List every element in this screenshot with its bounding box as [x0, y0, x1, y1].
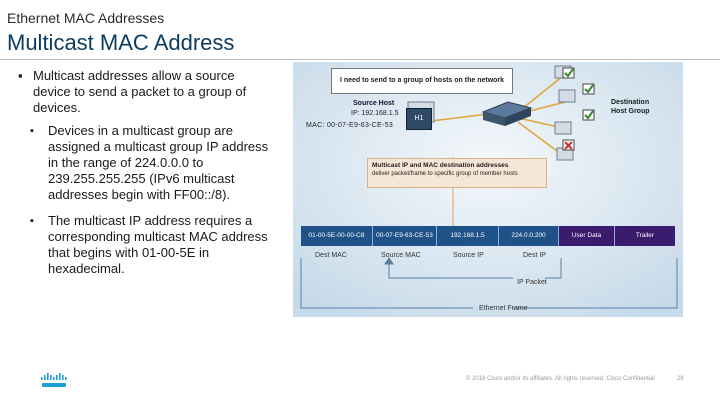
destination-subtitle: Host Group	[611, 108, 650, 115]
frame-field-source-mac: 00-07-E9-63-CE-53	[373, 226, 437, 246]
label-dest-ip: Dest IP	[523, 252, 546, 259]
destination-label: Destination Host Group	[611, 98, 650, 116]
frame-field-source-ip: 192.168.1.5	[437, 226, 499, 246]
bullet-content: ▪ Multicast addresses allow a source dev…	[18, 68, 270, 287]
bullet-sub-1: ▪ Devices in a multicast group are assig…	[18, 123, 270, 203]
slide-title: Multicast MAC Address	[7, 30, 235, 55]
ip-packet-label: IP Packet	[517, 279, 547, 286]
check-icons	[562, 67, 595, 151]
label-source-ip: Source IP	[453, 252, 484, 259]
bullet-main: ▪ Multicast addresses allow a source dev…	[18, 68, 270, 116]
label-dest-mac: Dest MAC	[315, 252, 347, 259]
source-host-label: Source Host	[353, 100, 395, 107]
frame-field-trailer: Trailer	[615, 226, 675, 246]
title-divider	[0, 59, 720, 60]
bullet-sub-2-text: The multicast IP address requires a corr…	[48, 213, 268, 276]
slide-kicker: Ethernet MAC Addresses	[7, 10, 165, 26]
frame-field-dest-mac: 01-00-5E-00-00-C8	[301, 226, 373, 246]
label-source-mac: Source MAC	[381, 252, 421, 259]
frame-field-dest-ip: 224.0.0.200	[499, 226, 559, 246]
bullet-marker: ▪	[18, 68, 23, 83]
speech-bubble: I need to send to a group of hosts on th…	[331, 68, 513, 94]
page-number: 28	[677, 376, 684, 382]
bullet-sub-1-text: Devices in a multicast group are assigne…	[48, 123, 269, 202]
footer-copyright: © 2016 Cisco and/or its affiliates. All …	[466, 376, 655, 382]
destination-title: Destination	[611, 99, 650, 106]
bullet-sub-2: ▪ The multicast IP address requires a co…	[18, 213, 270, 277]
bullet-main-text: Multicast addresses allow a source devic…	[33, 68, 247, 115]
figure-background	[293, 62, 683, 317]
source-host-ip: IP: 192.168.1.5	[351, 110, 399, 117]
callout-body: deliver packet/frame to specific group o…	[372, 171, 518, 177]
switch-icon	[481, 101, 533, 126]
ethernet-frame-fields: 01-00-5E-00-00-C8 00-07-E9-63-CE-53 192.…	[301, 226, 675, 246]
cisco-logo-icon	[41, 373, 67, 387]
multicast-figure: I need to send to a group of hosts on th…	[293, 62, 683, 317]
ethernet-frame-label: Ethernet Frame	[479, 305, 528, 312]
host-h1-badge: H1	[406, 108, 432, 130]
source-host-mac: MAC: 00-07-E9-63-CE-53	[306, 122, 394, 129]
callout-title: Multicast IP and MAC destination address…	[372, 162, 509, 169]
bullet-marker: ▪	[30, 215, 34, 227]
bullet-marker: ▪	[30, 125, 34, 137]
callout-box: Multicast IP and MAC destination address…	[367, 158, 547, 188]
frame-brackets	[300, 257, 678, 309]
frame-field-user-data: User Data	[559, 226, 615, 246]
